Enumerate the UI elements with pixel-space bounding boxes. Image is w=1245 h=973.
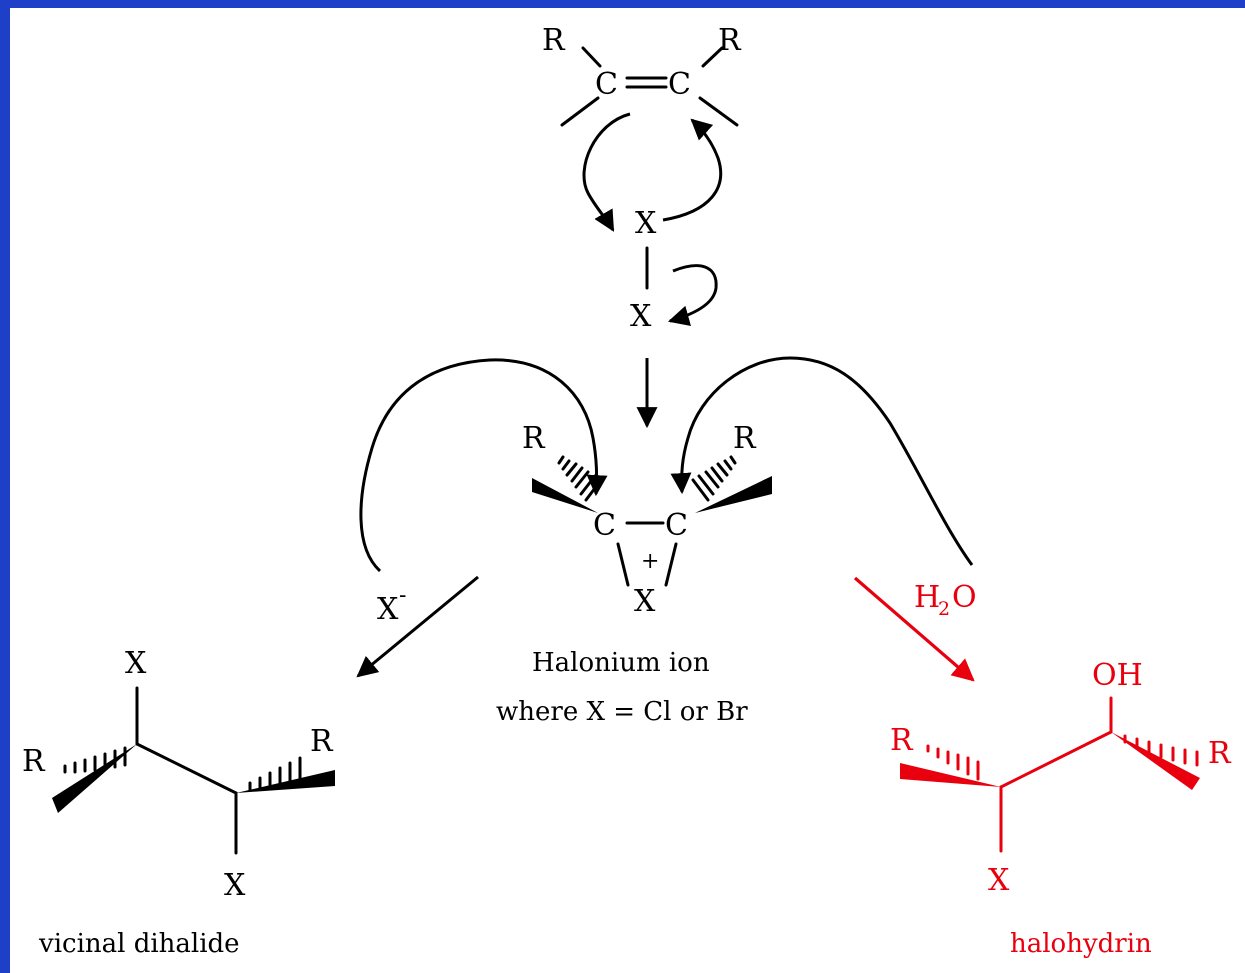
arrow-to-halohydrin <box>853 576 975 682</box>
diagram-canvas: R R C C X X R R C C <box>10 8 1245 973</box>
halonium-condition: where X = Cl or Br <box>496 697 748 727</box>
halonium-bond-x-right <box>664 542 678 587</box>
halohydrin-wedge-left <box>900 763 1001 787</box>
alkene-bond-lower-right <box>698 96 739 127</box>
curved-arrow-water-attack <box>670 356 974 566</box>
halohydrin-hashed-bond-left <box>926 744 980 781</box>
water-o: O <box>952 580 977 615</box>
halohydrin-wedge-right <box>1111 732 1200 790</box>
halonium-name: Halonium ion <box>532 648 710 678</box>
dihalide-r-left: R <box>22 744 46 779</box>
alkene-r-right: R <box>718 23 742 58</box>
alkene: R R C C <box>542 23 742 127</box>
dihalide-x-top: X <box>125 646 147 681</box>
curved-arrow-bond-cleavage <box>667 264 718 327</box>
halide-ion-reagent: X - <box>377 583 406 627</box>
dihalide-hashed-bond-left <box>63 746 127 774</box>
halonium-ion: R R C C X + Haloni <box>496 421 772 727</box>
vicinal-dihalide: X X R R vicinal dihalide <box>22 646 335 959</box>
dihalide-hashed-bond-right <box>248 756 302 792</box>
dihalide-c-c-bond <box>135 742 238 795</box>
halonium-c-left: C <box>593 508 616 543</box>
halogen-molecule: X X <box>630 206 657 334</box>
curved-arrow-halogen-to-carbon <box>662 118 723 222</box>
halonium-bond-x-left <box>616 542 630 587</box>
alkene-bond-lower-left <box>560 96 600 127</box>
halohydrin: OH X R R halohydrin <box>890 658 1232 959</box>
halonium-r-left: R <box>522 421 546 456</box>
halonium-wedge-left <box>532 478 598 513</box>
halogen-x-bottom: X <box>630 299 652 334</box>
halonium-r-right: R <box>733 421 757 456</box>
dihalide-x-bottom: X <box>224 868 246 903</box>
alkene-bond-r-left <box>581 46 602 68</box>
halohydrin-oh: OH <box>1092 658 1143 693</box>
arrow-to-dihalide <box>356 575 479 678</box>
alkene-c-left: C <box>595 67 618 102</box>
halonium-charge: + <box>641 549 659 574</box>
alkene-bond-r-right <box>701 46 724 68</box>
halogen-x-top: X <box>635 206 657 241</box>
halohydrin-name: halohydrin <box>1010 929 1152 959</box>
halohydrin-r-right: R <box>1208 736 1232 771</box>
alkene-c-right: C <box>668 67 691 102</box>
halide-ion-charge: - <box>399 583 406 608</box>
reaction-mechanism-diagram: R R C C X X R R C C <box>22 23 1232 959</box>
curved-arrow-pi-to-halogen <box>582 112 631 232</box>
water-subscript: 2 <box>938 598 950 620</box>
alkene-r-left: R <box>542 23 566 58</box>
dihalide-wedge-left <box>52 744 137 813</box>
dihalide-r-right: R <box>310 724 334 759</box>
dihalide-name: vicinal dihalide <box>38 929 240 959</box>
halonium-hashed-bond-right <box>691 455 737 502</box>
halonium-wedge-right <box>695 476 772 513</box>
water-reagent: H 2 O <box>914 580 977 620</box>
dihalide-wedge-right <box>236 770 335 793</box>
halide-ion-x: X <box>377 592 399 627</box>
halohydrin-x: X <box>988 863 1010 898</box>
halonium-x: X <box>634 584 656 619</box>
halohydrin-c-c-bond <box>999 730 1113 789</box>
halohydrin-r-left: R <box>890 723 914 758</box>
halonium-c-right: C <box>665 508 688 543</box>
water-h: H <box>914 580 940 615</box>
curved-arrow-halide-attack <box>359 358 608 573</box>
